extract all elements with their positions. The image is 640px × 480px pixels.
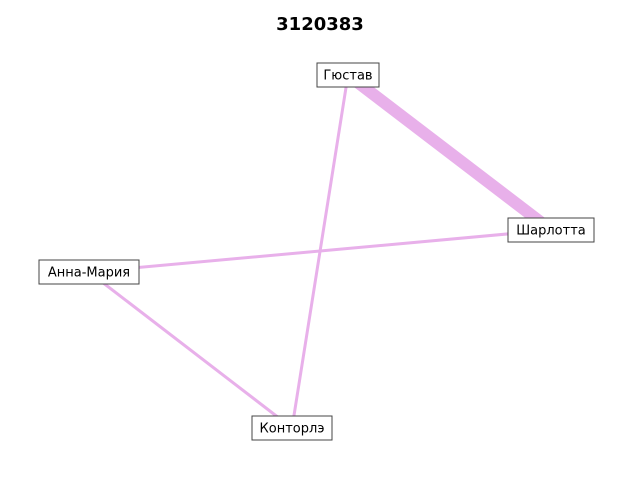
node-box [316, 62, 380, 88]
edges-layer [88, 70, 555, 430]
node-label: Шарлотта [516, 224, 586, 239]
node-charlotte: Шарлотта [507, 217, 595, 243]
edge-anna-kontorle [88, 270, 293, 430]
node-anna: Анна-Мария [38, 259, 140, 285]
node-label: Конторлэ [260, 422, 325, 437]
node-label: Гюстав [323, 69, 372, 84]
node-gustav: Гюстав [316, 62, 380, 88]
nodes-layer: Гюстав Шарлотта Анна-Мария Конторлэ [38, 62, 595, 441]
diagram-title: 3120383 [276, 14, 364, 35]
node-box [251, 415, 333, 441]
node-kontorle: Конторлэ [251, 415, 333, 441]
node-box [507, 217, 595, 243]
edge-anna-charlotte [88, 228, 552, 274]
edge-gustav-charlotte [344, 70, 555, 235]
node-label: Анна-Мария [48, 266, 130, 281]
node-box [38, 259, 140, 285]
